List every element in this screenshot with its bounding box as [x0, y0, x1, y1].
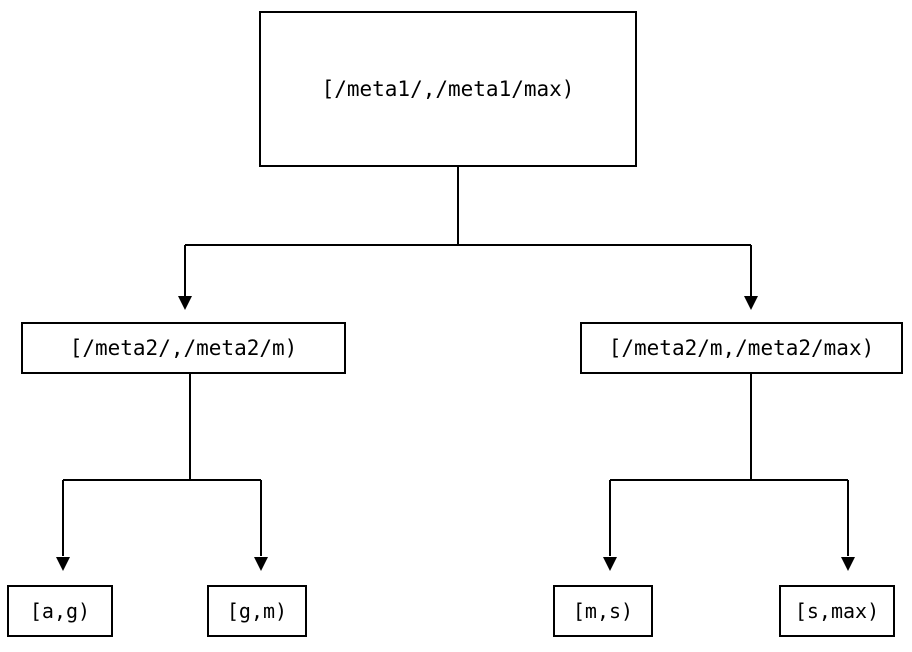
node-leaf-1-label: [a,g)	[29, 599, 91, 623]
arrowhead-leaf-2-icon	[254, 557, 268, 571]
node-leaf-4-label: [s,max)	[794, 599, 880, 623]
arrowhead-leaf-4-icon	[841, 557, 855, 571]
node-root-label: [/meta1/,/meta1/max)	[321, 76, 575, 101]
node-root[interactable]: [/meta1/,/meta1/max)	[259, 11, 637, 167]
arrowhead-leaf-3-icon	[603, 557, 617, 571]
arrowhead-root-to-mid-right-icon	[744, 296, 758, 310]
node-mid-right-label: [/meta2/m,/meta2/max)	[608, 335, 875, 360]
arrowhead-root-to-mid-left-icon	[178, 296, 192, 310]
node-mid-left[interactable]: [/meta2/,/meta2/m)	[21, 322, 346, 374]
node-mid-right[interactable]: [/meta2/m,/meta2/max)	[580, 322, 903, 374]
node-leaf-4[interactable]: [s,max)	[779, 585, 895, 637]
node-leaf-2-label: [g,m)	[226, 599, 288, 623]
node-mid-left-label: [/meta2/,/meta2/m)	[69, 335, 298, 360]
node-leaf-3[interactable]: [m,s)	[553, 585, 653, 637]
node-leaf-2[interactable]: [g,m)	[207, 585, 307, 637]
node-leaf-3-label: [m,s)	[572, 599, 634, 623]
node-leaf-1[interactable]: [a,g)	[7, 585, 113, 637]
arrowhead-leaf-1-icon	[56, 557, 70, 571]
